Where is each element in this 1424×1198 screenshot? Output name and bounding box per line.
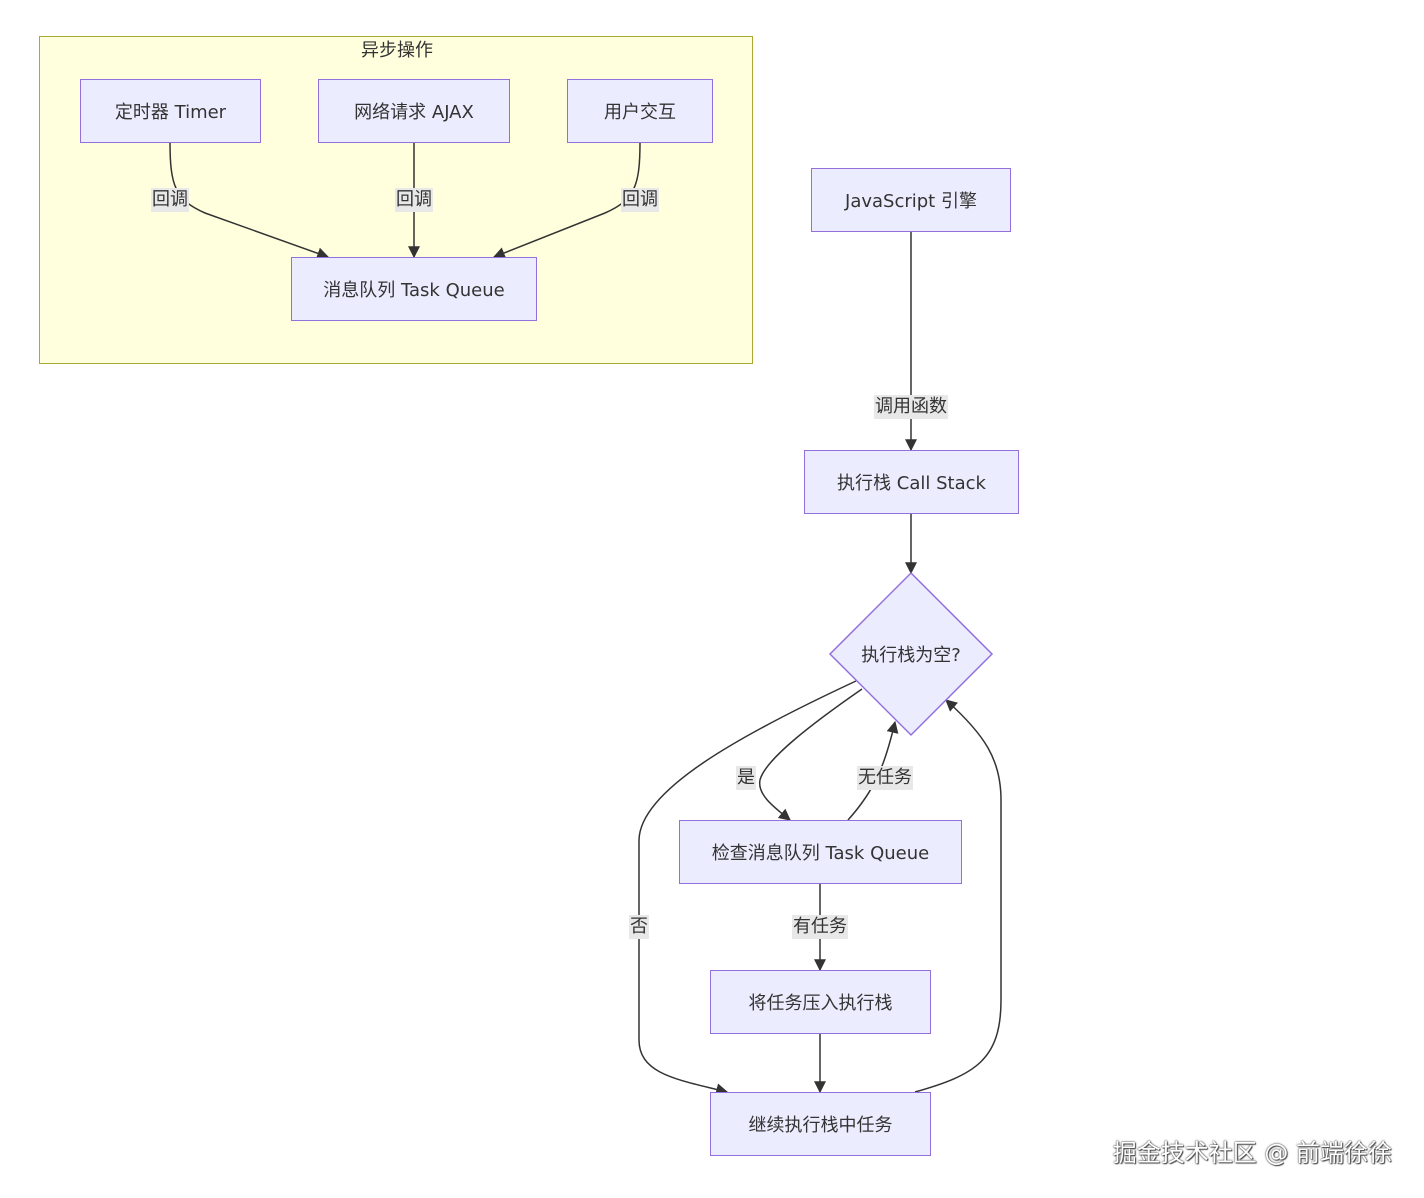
stack-empty-decision-label: 执行栈为空? — [861, 645, 961, 666]
edge-continue-to-decision — [914, 699, 1002, 1093]
decision-diamond — [828, 571, 994, 737]
js-engine-node: JavaScript 引擎 — [811, 168, 1011, 232]
edge-label-callback-user: 回调 — [621, 188, 659, 212]
edge-timer-to-queue — [169, 141, 330, 260]
edge-label-callback-timer: 回调 — [151, 188, 189, 212]
continue-task-node: 继续执行栈中任务 — [710, 1092, 931, 1156]
subgraph-title: 异步操作 — [361, 40, 433, 61]
push-task-node: 将任务压入执行栈 — [710, 970, 931, 1034]
user-interaction-node: 用户交互 — [567, 79, 713, 143]
edge-label-callback-ajax: 回调 — [395, 188, 433, 212]
watermark: 掘金技术社区 @ 前端徐徐 — [1112, 1139, 1392, 1167]
edge-user-to-queue — [492, 141, 641, 259]
edge-label-has-task: 有任务 — [792, 915, 848, 939]
task-queue-node: 消息队列 Task Queue — [291, 257, 537, 321]
call-stack-node: 执行栈 Call Stack — [804, 450, 1019, 514]
edge-label-no-task: 无任务 — [857, 766, 913, 790]
timer-node: 定时器 Timer — [80, 79, 261, 143]
edge-label-call-function: 调用函数 — [874, 395, 948, 419]
edge-decision-no — [638, 680, 857, 1096]
ajax-node: 网络请求 AJAX — [318, 79, 510, 143]
check-queue-node: 检查消息队列 Task Queue — [679, 820, 962, 884]
edge-decision-yes — [759, 688, 863, 821]
edge-label-no: 否 — [629, 915, 649, 939]
edge-label-yes: 是 — [736, 766, 756, 790]
